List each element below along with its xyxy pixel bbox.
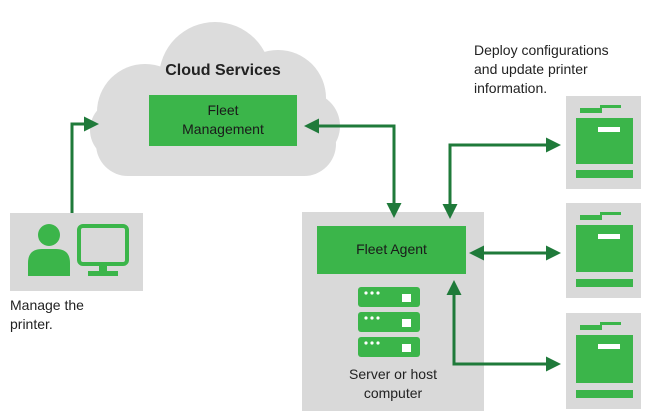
- printer-icon: [566, 203, 641, 298]
- user-label-line-2: printer.: [10, 316, 53, 332]
- arrow-agent-printer-3: [446, 280, 561, 372]
- server-label-line-1: Server or host: [349, 366, 437, 382]
- printers-label-line-3: information.: [474, 80, 548, 96]
- cloud-title: Cloud Services: [165, 62, 281, 79]
- printers-label: Deploy configurations and update printer…: [474, 41, 609, 98]
- printer-icon: [566, 313, 641, 409]
- server-label: Server or host computer: [302, 365, 484, 403]
- monitor-icon: [77, 224, 129, 276]
- printers-label-line-1: Deploy configurations: [474, 42, 609, 58]
- user-label-line-1: Manage the: [10, 297, 84, 313]
- fleet-management-label: Fleet Management: [149, 101, 297, 139]
- fleet-agent-box: [317, 226, 466, 274]
- fleet-management-box: [149, 95, 297, 146]
- user-label: Manage the printer.: [10, 296, 84, 334]
- printers-label-line-2: and update printer: [474, 61, 588, 77]
- arrow-management-agent: [304, 118, 402, 218]
- arrow-user-to-cloud: [70, 116, 99, 213]
- arrow-agent-printer-1: [442, 137, 561, 219]
- printer-icon: [566, 96, 641, 189]
- fleet-agent-label: Fleet Agent: [356, 241, 427, 257]
- server-label-line-2: computer: [363, 385, 423, 401]
- server-icon: [358, 287, 420, 357]
- fleet-management-line-1: Fleet: [207, 102, 239, 118]
- user-icon: [28, 224, 70, 276]
- fleet-management-line-2: Management: [182, 121, 264, 137]
